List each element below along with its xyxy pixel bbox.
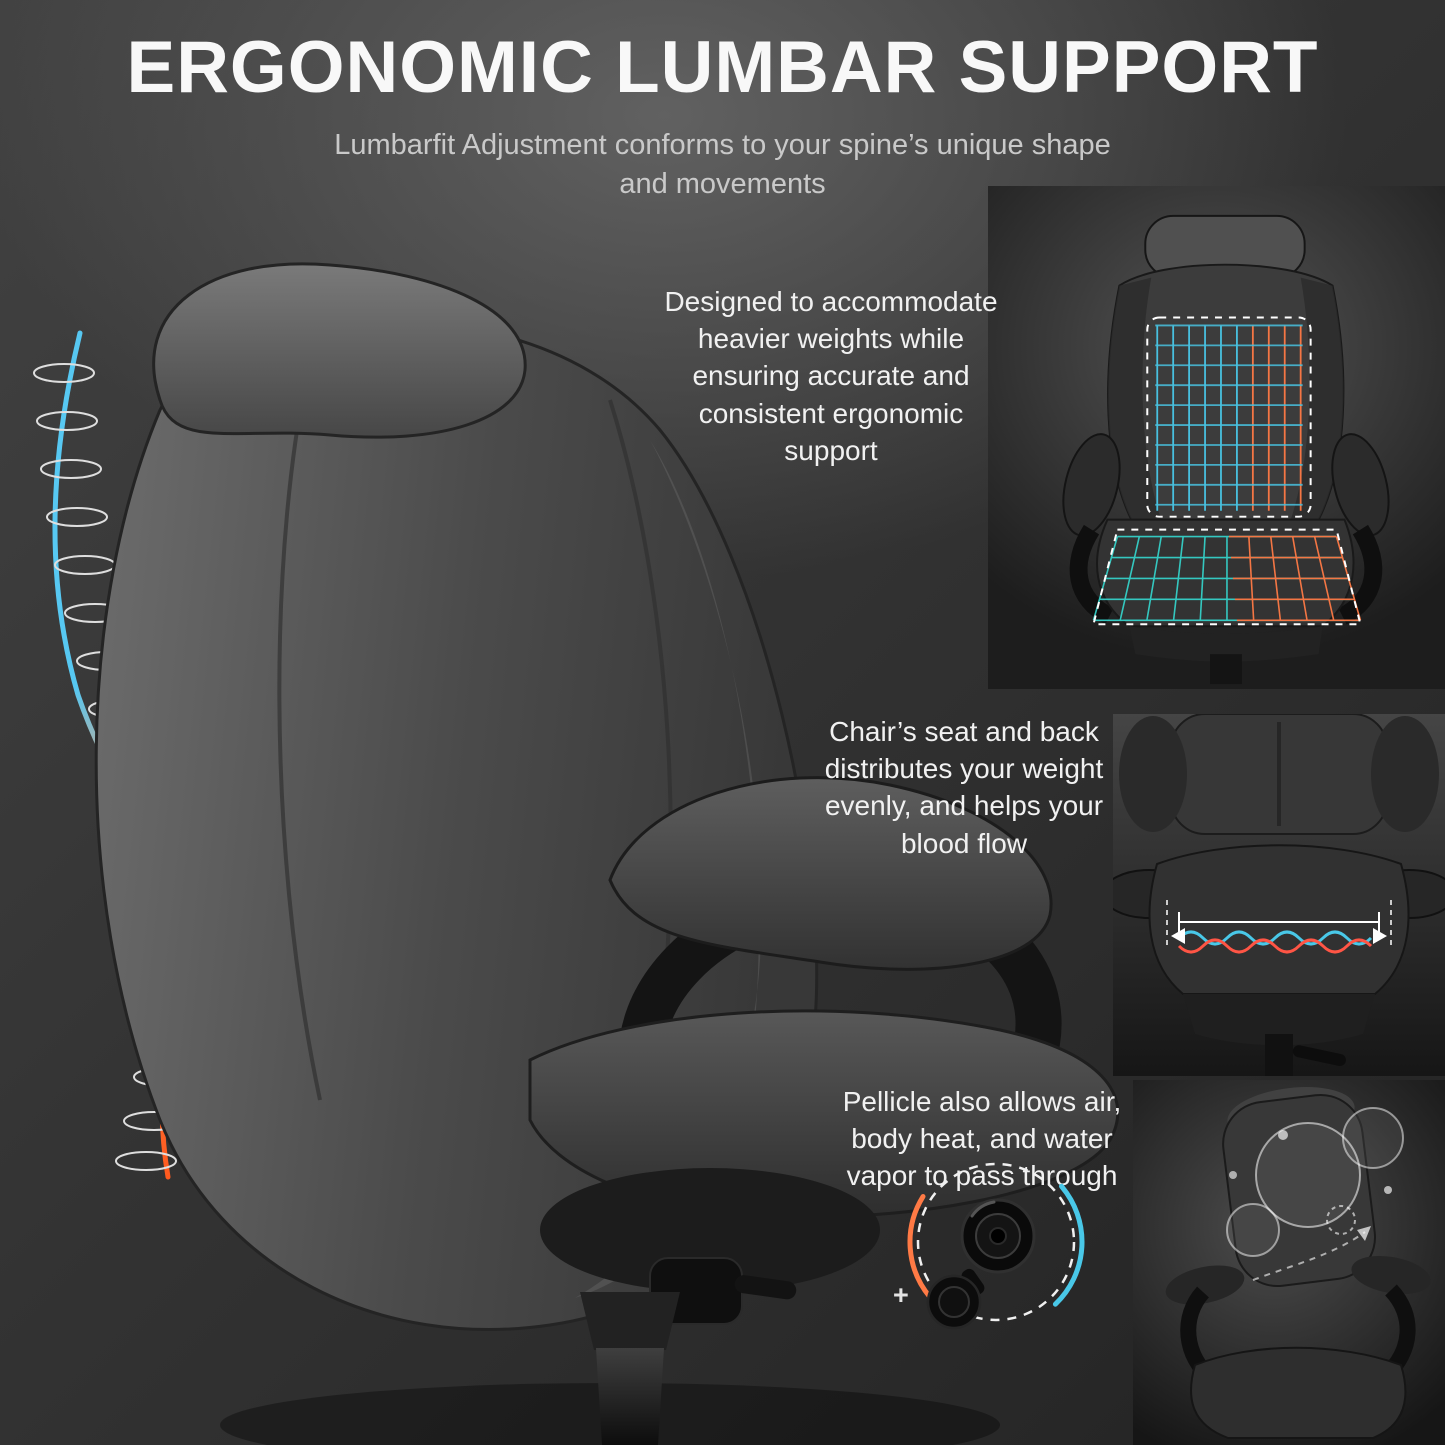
backrest-seam-left: [277, 359, 322, 1101]
tilt-lever: [734, 1275, 797, 1300]
inset2-lever: [1292, 1045, 1346, 1066]
inset1-bolster-left: [1108, 277, 1162, 520]
inset-air-circulation-photo: [1133, 1080, 1445, 1445]
page-subtitle: Lumbarfit Adjustment conforms to your sp…: [334, 129, 1111, 201]
inset2-arrow-right: [1373, 928, 1387, 944]
chair-weight-waves-illustration: [1113, 714, 1445, 1076]
inset3-backrest: [1222, 1093, 1377, 1288]
chair-front-grid-illustration: [1062, 214, 1390, 685]
seat-underside: [540, 1168, 880, 1292]
inset2-arrow-left: [1171, 928, 1185, 944]
inset3-armpad-left: [1165, 1265, 1245, 1305]
inset1-armloop-right: [1338, 524, 1383, 625]
inset1-armloop-left: [1069, 524, 1114, 625]
main-chair-illustration: [94, 262, 1120, 1445]
inset3-airflow-arrow: [1252, 1231, 1366, 1281]
annotation-pellicle: Pellicle also allows air, body heat, and…: [842, 1086, 1122, 1192]
annotation-heavier-weights: Designed to accommodate heavier weights …: [664, 286, 998, 466]
inset2-pole: [1265, 1034, 1293, 1076]
page-title: ERGONOMIC LUMBAR SUPPORT: [126, 27, 1319, 108]
pellicle-port-callout: [907, 1153, 1085, 1331]
pole-collar: [580, 1292, 680, 1350]
port-socket: [989, 1227, 1007, 1245]
inset1-pole: [1210, 654, 1242, 685]
chair-air-bubbles-illustration: [1165, 1087, 1431, 1439]
inset3-armpad-right: [1351, 1255, 1431, 1295]
inset1-lumbar-grid: [1155, 324, 1303, 511]
inset2-wing-right: [1371, 716, 1439, 832]
inset1-seat: [1096, 518, 1355, 628]
callout-blue-arc: [907, 1153, 1085, 1331]
inset-lumbar-grid-photo: [988, 186, 1445, 689]
inset3-air-bubbles: [1226, 1107, 1404, 1257]
callout-dashed-circle: [916, 1162, 1076, 1322]
port-cover-inner: [938, 1286, 970, 1318]
inset-weight-distribution-photo: [1113, 714, 1445, 1076]
inset1-bolster-right: [1290, 277, 1344, 520]
inset3-seat: [1190, 1346, 1407, 1439]
inset1-seat-grid: [1092, 535, 1362, 622]
inset2-wave-blue: [1177, 930, 1373, 946]
port-highlight: [970, 1200, 996, 1218]
inset1-grid-outline-seat: [1092, 528, 1362, 626]
inset1-seat-front: [1129, 626, 1323, 662]
annotation-weight-distribution: Chair’s seat and back distributes your w…: [824, 716, 1104, 859]
inset2-wave-red: [1177, 938, 1373, 954]
inset2-seat-front: [1183, 994, 1375, 1046]
port-cover-hinge: [961, 1268, 985, 1296]
inset2-measure-line: [1166, 900, 1392, 948]
inset3-airflow-arrowhead: [1357, 1226, 1371, 1241]
plus-marker: +: [893, 1280, 909, 1310]
headrest-pillow: [152, 262, 527, 439]
armrest-pad: [608, 776, 1053, 971]
inset2-seat: [1148, 844, 1410, 995]
inset2-wing-left: [1119, 716, 1187, 832]
gas-lift-pole: [596, 1348, 664, 1445]
